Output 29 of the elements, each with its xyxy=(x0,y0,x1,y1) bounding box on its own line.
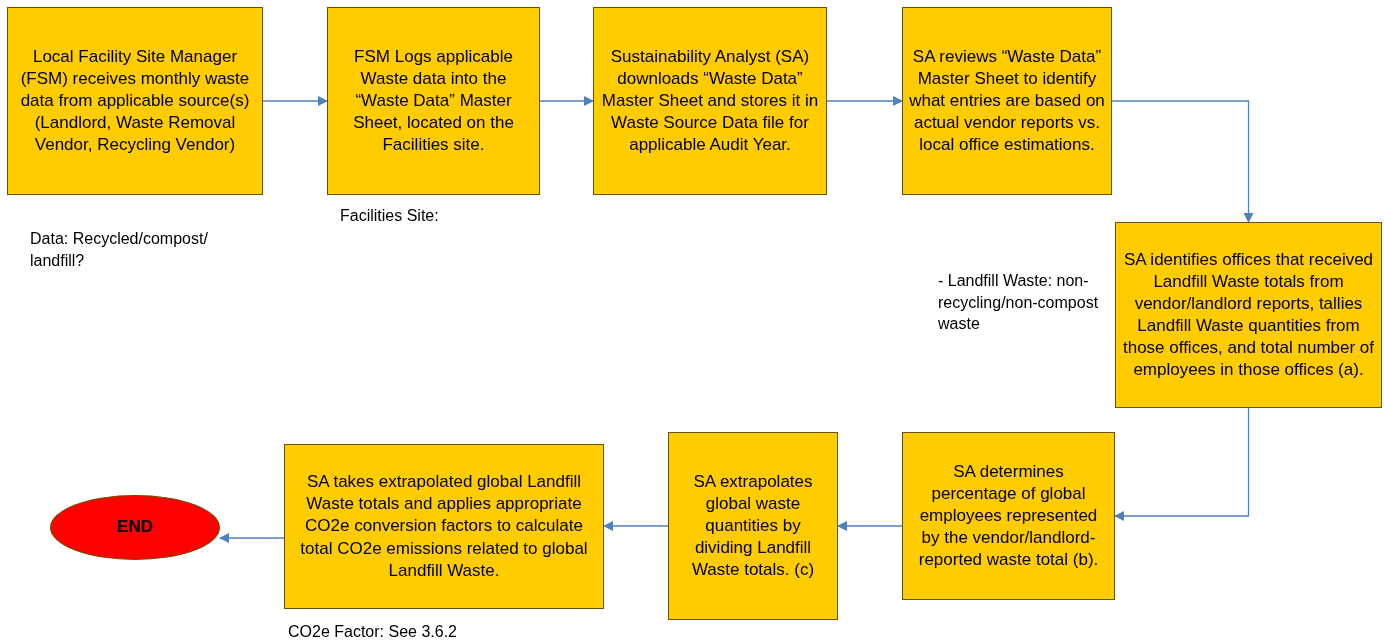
arrow xyxy=(826,96,903,106)
process-box xyxy=(668,432,838,620)
note-text: Facilities Site: xyxy=(340,206,439,226)
arrow xyxy=(219,533,285,543)
arrow xyxy=(603,521,669,531)
note-text: CO2e Factor: See 3.6.2 xyxy=(288,622,457,642)
process-box xyxy=(327,7,540,195)
node-text: Sustainability Analyst (SA) downloads “Waste Data” Master Sheet and stores it in Waste Source Data file for applicable Audit Year. xyxy=(600,45,820,157)
node-text: SA extrapolates global waste quantities by dividing Landfill Waste totals. (c) xyxy=(690,470,816,582)
node-text: FSM Logs applicable Waste data into the “Waste Data” Master Sheet, located on the Facilities site. xyxy=(352,45,515,157)
node-text: SA takes extrapolated global Landfill Waste totals and applies appropriate CO2e conversion factors to calculate total CO2e emissions related to global Landfill Waste. xyxy=(299,471,589,582)
arrow xyxy=(1111,100,1254,223)
node-text: Local Facility Site Manager (FSM) receives monthly waste data from applicable source(s) (Landlord, Waste Removal Vendor, Recycling Vendor) xyxy=(19,45,251,157)
node-text: SA determines percentage of global employees represented by the vendor/landlord-reported waste total (b). xyxy=(917,460,1100,572)
process-box xyxy=(593,7,827,195)
process-box xyxy=(902,432,1115,600)
arrow xyxy=(1114,407,1250,521)
note-text: Data: Recycled/compost/ landfill? xyxy=(30,229,209,271)
arrow xyxy=(837,521,903,531)
node-text: SA identifies offices that received Landfill Waste totals from vendor/landlord reports, tallies Landfill Waste quantities from those offices, and total number of employees in those offices (a). xyxy=(1122,248,1375,382)
node-text: END xyxy=(117,516,153,539)
process-box xyxy=(1115,222,1382,408)
arrow xyxy=(262,96,328,106)
note-text: - Landfill Waste: non-recycling/non-compost waste xyxy=(938,271,1100,335)
process-box xyxy=(902,7,1112,195)
arrow xyxy=(539,96,594,106)
process-box xyxy=(284,444,604,609)
node-text: SA reviews “Waste Data” Master Sheet to identify what entries are based on actual vendor reports vs. local office estimations. xyxy=(909,45,1105,157)
process-box xyxy=(7,7,263,195)
